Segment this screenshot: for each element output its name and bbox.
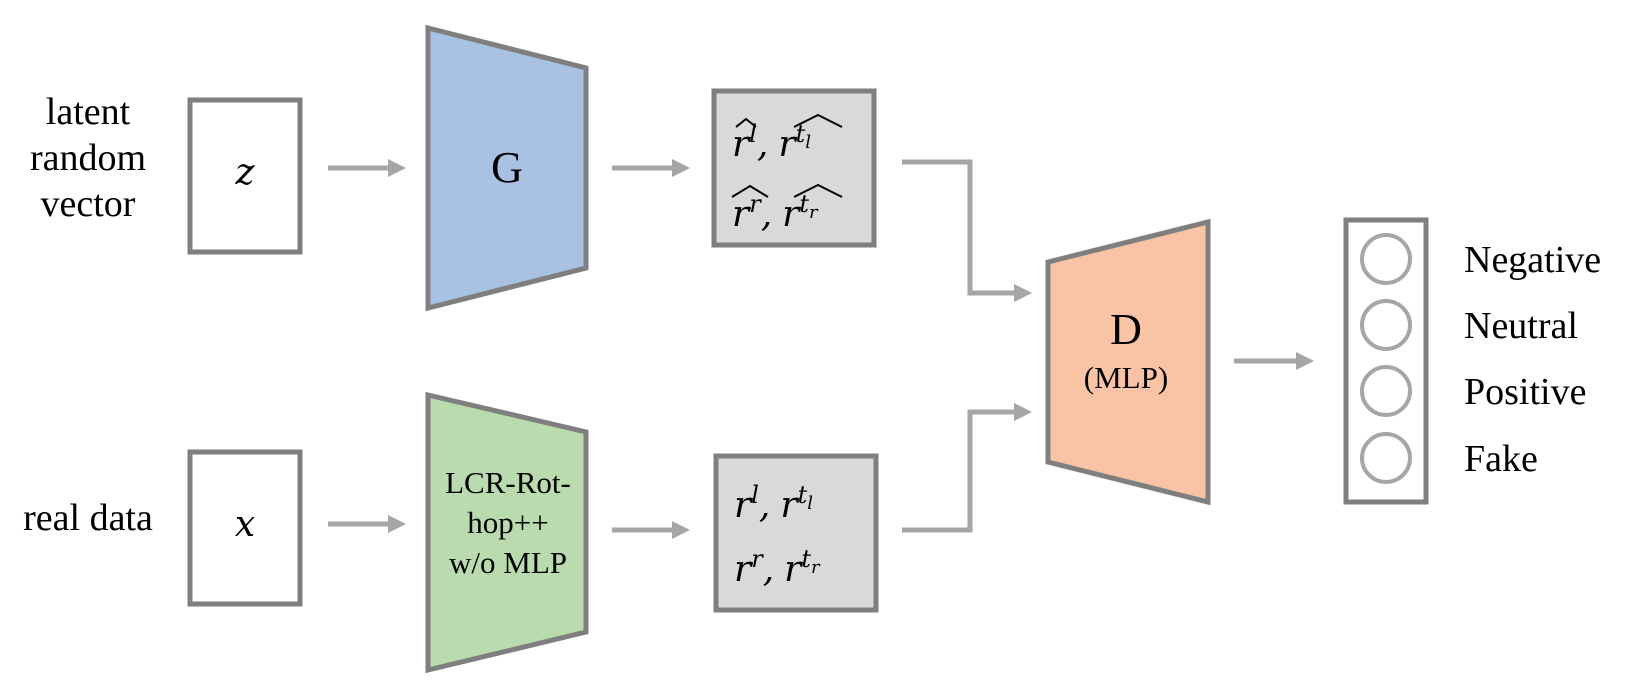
latent-symbol: z	[235, 152, 256, 193]
arrow-real-to-d	[902, 403, 1032, 533]
real-r-target-right: r	[784, 549, 803, 590]
fake-r-target-left: r	[778, 124, 797, 165]
fake-repr-line-2: rr,rtr	[731, 183, 843, 235]
latent-label-line-2: random	[30, 137, 146, 179]
latent-vector-box	[187, 97, 303, 255]
output-node-neutral	[1360, 299, 1412, 351]
fake-r-left: r	[732, 124, 751, 165]
discriminator-sublabel: (MLP)	[1084, 360, 1168, 395]
arrow-encoder-to-real	[612, 521, 690, 539]
output-node-positive	[1360, 365, 1412, 417]
output-node-fake	[1360, 432, 1412, 484]
real-data-box	[187, 449, 303, 607]
fake-r-left-sup: l	[749, 120, 757, 148]
svg-text:rl,rtl: rl,rtl	[732, 120, 811, 165]
arrow-fake-to-d	[902, 159, 1032, 302]
real-repr-line-1: rl,rtl	[734, 481, 813, 526]
real-r-target-left-sub: l	[807, 493, 813, 514]
hat-mark	[735, 117, 757, 128]
real-r-target-right-sup: t	[801, 545, 811, 573]
real-r-right-sup: r	[751, 545, 764, 573]
fake-r-right-sup: r	[749, 190, 762, 218]
hat-mark	[793, 113, 843, 128]
discriminator-label: D	[1110, 305, 1142, 354]
real-sep-2: ,	[763, 549, 774, 590]
encoder-label-line-2: hop++	[467, 505, 548, 540]
output-label-neutral: Neutral	[1464, 305, 1578, 347]
fake-repr-line-1: rl,rtl	[732, 113, 843, 165]
real-representation-box	[713, 453, 879, 613]
real-r-right: r	[734, 549, 753, 590]
output-label-fake: Fake	[1464, 438, 1538, 480]
real-repr-line-2: rr,rtr	[734, 545, 821, 590]
discriminator-block	[1045, 218, 1211, 506]
real-data-label: real data	[23, 497, 153, 539]
real-symbol: x	[235, 504, 255, 545]
hat-mark	[793, 183, 843, 198]
latent-label-line-1: latent	[46, 91, 131, 133]
real-r-target-left: r	[780, 485, 799, 526]
latent-label-line-3: vector	[41, 183, 136, 225]
fake-r-target-left-sup: t	[796, 120, 806, 148]
latent-input-label: latent random vector	[30, 91, 146, 225]
fake-r-target-right: r	[782, 194, 801, 235]
fake-r-target-left-sub: l	[805, 132, 811, 153]
output-label-positive: Positive	[1464, 371, 1586, 413]
arrow-z-to-g	[328, 159, 406, 177]
real-r-target-left-sup: t	[798, 481, 808, 509]
hat-mark	[731, 184, 769, 198]
fake-r-target-right-sub: r	[809, 202, 819, 223]
arrow-x-to-encoder	[328, 515, 406, 533]
real-r-left: r	[734, 485, 753, 526]
arrow-g-to-fake	[612, 159, 690, 177]
encoder-label-line-1: LCR-Rot-	[445, 465, 571, 500]
generator-label: G	[491, 143, 523, 192]
fake-sep-2: ,	[761, 194, 772, 235]
output-node-negative	[1360, 233, 1412, 285]
encoder-block	[425, 391, 589, 674]
encoder-label-line-3: w/o MLP	[449, 545, 567, 580]
real-r-target-right-sub: r	[811, 557, 821, 578]
real-r-left-sup: l	[751, 481, 759, 509]
real-sep-1: ,	[759, 485, 770, 526]
svg-text:rr,rtr: rr,rtr	[732, 190, 819, 235]
fake-representation-box	[711, 88, 877, 248]
output-label-negative: Negative	[1464, 239, 1601, 281]
fake-r-right: r	[732, 194, 751, 235]
generator-block	[425, 24, 589, 312]
arrow-d-to-output	[1234, 352, 1314, 370]
fake-sep-1: ,	[757, 124, 768, 165]
fake-r-target-right-sup: t	[799, 190, 809, 218]
